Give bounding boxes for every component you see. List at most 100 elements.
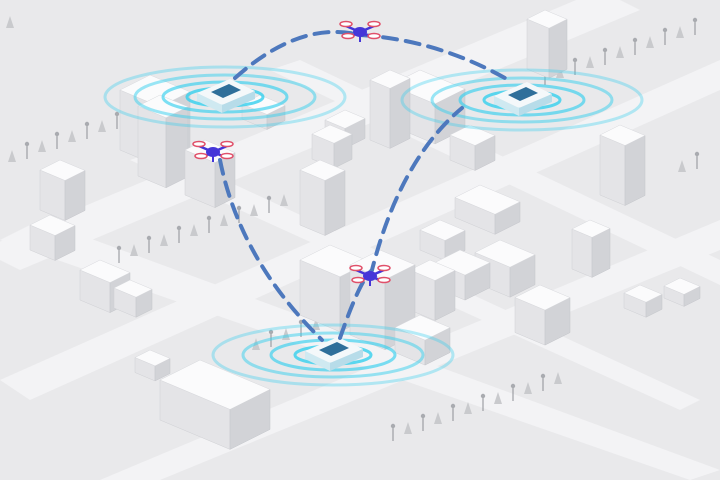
building-roof	[311, 124, 353, 144]
building	[394, 314, 451, 366]
building-roof	[134, 349, 171, 367]
building-roof	[526, 9, 568, 29]
station-screen	[508, 87, 538, 101]
building-wall-right	[624, 135, 646, 206]
building	[571, 219, 611, 278]
lamp-head	[480, 393, 486, 399]
rotor	[220, 152, 234, 160]
building-roof	[449, 124, 496, 146]
lamp-head	[390, 423, 396, 429]
tree-icon	[98, 120, 106, 132]
building-wall-right	[389, 77, 411, 149]
lamp-head	[24, 141, 30, 147]
lamp-head	[84, 121, 90, 127]
building	[449, 124, 496, 171]
tree-icon	[404, 422, 412, 434]
rotor	[351, 276, 365, 284]
base-station-icon	[197, 79, 255, 113]
building-roof	[434, 249, 491, 276]
rotor	[377, 276, 391, 284]
base-station-icon	[305, 337, 363, 371]
building	[526, 9, 568, 79]
building	[514, 284, 571, 346]
rotor	[341, 32, 355, 40]
station-side	[330, 349, 363, 371]
drones	[192, 20, 391, 286]
signal-ring-icon	[430, 76, 614, 124]
lamp-head	[266, 195, 272, 201]
lamp-head	[116, 245, 122, 251]
signal-ring-icon	[103, 65, 347, 129]
building-wall-left	[599, 134, 626, 206]
tree-icon	[38, 140, 46, 152]
rotor	[220, 140, 234, 148]
lamp-head	[450, 403, 456, 409]
lamp-head	[54, 131, 60, 137]
tree-icon	[280, 194, 288, 206]
tree-icon	[524, 382, 532, 394]
tree-icon	[464, 402, 472, 414]
flight-path	[218, 158, 324, 342]
lamp-head	[268, 329, 274, 335]
building	[599, 124, 646, 206]
flight-path	[338, 106, 464, 340]
rotor	[349, 264, 363, 272]
tree-icon	[220, 214, 228, 226]
building	[311, 124, 353, 169]
building-roof	[29, 214, 76, 236]
building-roof	[159, 359, 271, 410]
lamp-head	[176, 225, 182, 231]
tree-icon	[494, 392, 502, 404]
building-roof	[79, 259, 131, 283]
building-roof	[454, 184, 521, 215]
building	[454, 184, 521, 235]
tree-icon	[616, 46, 624, 58]
rotor	[367, 20, 381, 28]
tree-icon	[250, 204, 258, 216]
lamp-head	[572, 57, 578, 63]
station-side	[222, 91, 255, 113]
signal-ring-icon	[241, 331, 425, 379]
station-side	[197, 93, 222, 113]
tree-icon	[6, 16, 14, 28]
tree-icon	[68, 130, 76, 142]
building	[39, 159, 86, 221]
base-station-icon	[494, 82, 552, 116]
building	[113, 279, 153, 318]
tree-icon	[646, 36, 654, 48]
building-wall-right	[165, 106, 189, 189]
building-roof	[137, 94, 189, 119]
rotor	[339, 20, 353, 28]
building-roof	[599, 124, 646, 146]
drone-icon	[339, 20, 381, 42]
lamp-head	[602, 47, 608, 53]
rotor	[194, 152, 208, 160]
building-roof	[474, 239, 536, 268]
drone-body	[206, 147, 220, 157]
signal-ring-icon	[133, 73, 317, 121]
signal-ring-icon	[400, 68, 644, 132]
drone-body	[363, 271, 377, 281]
building-roof	[514, 284, 571, 311]
building	[663, 277, 701, 307]
station-side	[305, 351, 330, 371]
building	[419, 219, 466, 261]
lamp-head	[632, 37, 638, 43]
drone-icon	[192, 140, 234, 162]
lamp-head	[510, 383, 516, 389]
drone-body	[353, 27, 367, 37]
lamp-head	[540, 373, 546, 379]
building-roof	[113, 279, 153, 298]
building-roof	[369, 69, 411, 89]
building	[137, 94, 189, 189]
tree-icon	[8, 150, 16, 162]
building-roof	[299, 159, 346, 181]
building	[299, 159, 346, 236]
building	[369, 69, 411, 149]
rotor	[192, 140, 206, 148]
building-roof	[324, 109, 366, 129]
station-side	[519, 94, 552, 116]
lamp-head	[692, 17, 698, 23]
building	[409, 259, 456, 321]
building	[134, 349, 171, 382]
